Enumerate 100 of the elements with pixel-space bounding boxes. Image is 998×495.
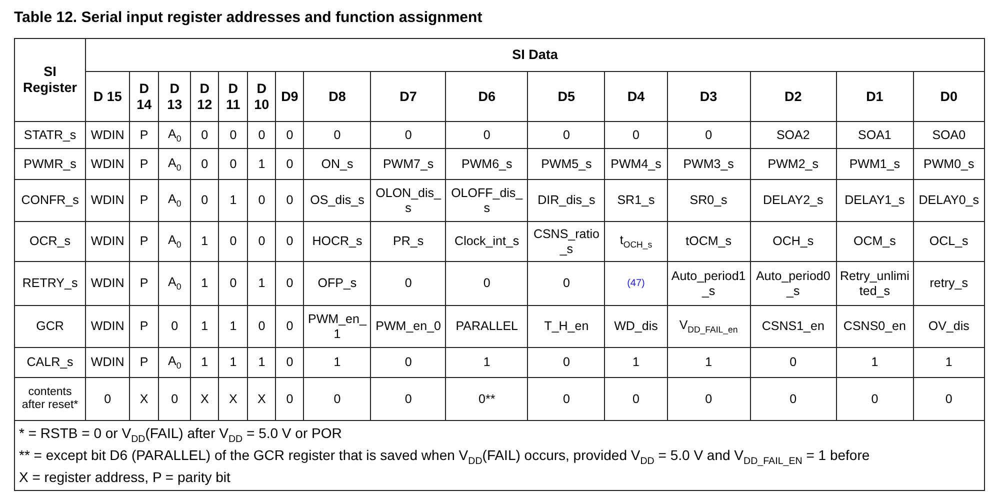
function-name: Clock_int_s [446, 222, 528, 262]
bit-value: X [190, 378, 219, 420]
function-name: PWM6_s [446, 148, 528, 180]
register-name: STATR_s [14, 122, 86, 148]
bit-value: 1 [190, 348, 219, 378]
function-name: PWM1_s [836, 148, 914, 180]
function-name: retry_s [913, 262, 984, 306]
function-name: OCL_s [913, 222, 984, 262]
function-name: 0 [913, 378, 984, 420]
function-name: t$_{OCH_s}$ [604, 222, 668, 262]
bit-value: 0 [276, 148, 304, 180]
bit-value: 0 [218, 122, 248, 148]
bit-value: X [130, 378, 159, 420]
function-name: HOCR_s [304, 222, 371, 262]
function-name: 0 [667, 122, 750, 148]
bit-value: P [130, 348, 159, 378]
footnote: ** = except bit D6 (PARALLEL) of the GCR register that is saved when V$_{DD}$(FAIL) occurs, provided V$_{DD}$ = 5.0 V and V$_{DD_FAIL_EN}$ = 1 before [19, 446, 871, 468]
footnote: X = register address, P = parity bit [19, 468, 232, 487]
function-name: 0** [446, 378, 528, 420]
bit-value: P [130, 306, 159, 348]
bit-value: 1 [248, 348, 276, 378]
function-name: 0 [528, 122, 605, 148]
bit-value: 1 [218, 306, 248, 348]
bit-value: 1 [248, 148, 276, 180]
row-header: SI Register [14, 38, 86, 122]
function-name: V$_{DD_FAIL_en}$ [667, 306, 750, 348]
bit-value: 1 [218, 180, 248, 222]
bit-value: P [130, 180, 159, 222]
column-header: D4 [604, 72, 668, 122]
function-name: T_H_en [528, 306, 605, 348]
function-name: OCM_s [836, 222, 914, 262]
column-header: D9 [276, 72, 304, 122]
footnote: * = RSTB = 0 or V$_{DD}$(FAIL) after V$_{DD}$ = 5.0 V or POR [19, 424, 343, 446]
bit-value: 0 [248, 222, 276, 262]
function-name: SR1_s [604, 180, 668, 222]
function-name: DIR_dis_s [528, 180, 605, 222]
function-name: OLOFF_dis_s [446, 180, 528, 222]
bit-value: WDIN [86, 222, 130, 262]
function-name: PWM3_s [667, 148, 750, 180]
function-name: SOA0 [913, 122, 984, 148]
function-name: SR0_s [667, 180, 750, 222]
function-name: PWM_en_0 [370, 306, 446, 348]
function-name: PWM_en_1 [304, 306, 371, 348]
function-name: 0 [667, 378, 750, 420]
function-name: Auto_period1_s [667, 262, 750, 306]
function-name: Retry_unlimited_s [836, 262, 914, 306]
function-name: 0 [750, 378, 836, 420]
bit-value: 0 [248, 306, 276, 348]
column-header: D 15 [86, 72, 130, 122]
bit-value: P [130, 122, 159, 148]
bit-value: 1 [190, 262, 219, 306]
bit-value: P [130, 148, 159, 180]
function-name: 0 [370, 378, 446, 420]
function-name: PWM4_s [604, 148, 668, 180]
column-header: D6 [446, 72, 528, 122]
function-name: CSNS_ratio_s [528, 222, 605, 262]
column-header: D8 [304, 72, 371, 122]
bit-value: X [218, 378, 248, 420]
group-header: SI Data [86, 38, 984, 72]
bit-value: A$_{0}$ [158, 222, 191, 262]
register-name: CALR_s [14, 348, 86, 378]
bit-value: 0 [276, 262, 304, 306]
function-name: DELAY0_s [913, 180, 984, 222]
function-name: 1 [913, 348, 984, 378]
bit-value: A$_{0}$ [158, 180, 191, 222]
register-name: PWMR_s [14, 148, 86, 180]
function-name: OV_dis [913, 306, 984, 348]
function-name: 0 [604, 122, 668, 148]
bit-value: 0 [218, 148, 248, 180]
bit-value: A$_{0}$ [158, 262, 191, 306]
function-name: PARALLEL [446, 306, 528, 348]
function-name: 0 [370, 122, 446, 148]
function-name: 0 [750, 348, 836, 378]
bit-value: P [130, 262, 159, 306]
bit-value: 0 [276, 378, 304, 420]
bit-value: 0 [158, 306, 191, 348]
function-name: OLON_dis_s [370, 180, 446, 222]
bit-value: WDIN [86, 262, 130, 306]
bit-value: 0 [190, 122, 219, 148]
function-name: WD_dis [604, 306, 668, 348]
function-name: CSNS1_en [750, 306, 836, 348]
function-name: PWM2_s [750, 148, 836, 180]
bit-value: 0 [248, 180, 276, 222]
bit-value: WDIN [86, 306, 130, 348]
function-name: 0 [446, 122, 528, 148]
function-name: 0 [304, 378, 371, 420]
function-name: 1 [836, 348, 914, 378]
bit-value: 0 [218, 262, 248, 306]
table-title: Table 12. Serial input register addresses and function assignment [14, 9, 482, 26]
function-name: OS_dis_s [304, 180, 371, 222]
bit-value: 1 [190, 306, 219, 348]
function-name: 1 [446, 348, 528, 378]
function-name: 1 [304, 348, 371, 378]
bit-value: WDIN [86, 348, 130, 378]
function-name: PWM0_s [913, 148, 984, 180]
bit-value: 0 [276, 348, 304, 378]
reference-link: (47) [604, 262, 668, 306]
bit-value: 0 [276, 306, 304, 348]
column-header: D7 [370, 72, 446, 122]
function-name: DELAY1_s [836, 180, 914, 222]
